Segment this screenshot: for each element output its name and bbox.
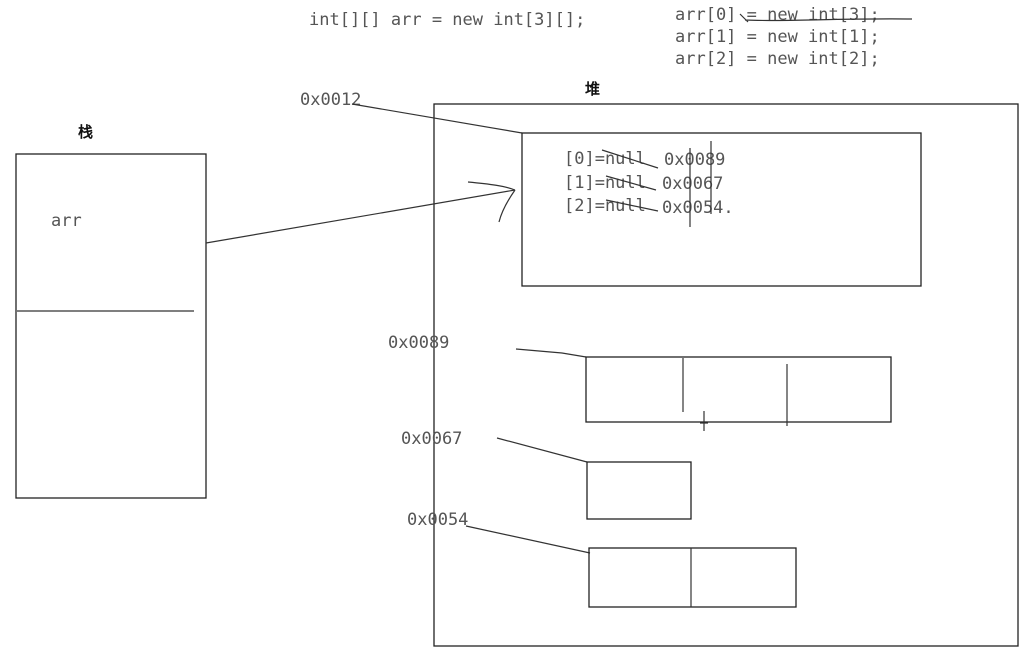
inner-array-1-address: 0x0067	[401, 429, 462, 449]
outer-entry-0-ref: 0x0089	[664, 150, 725, 170]
outer-entry-0-index: [0]=null	[564, 149, 646, 169]
stack-title: 栈	[78, 123, 93, 141]
inner-array-0-pointer	[515, 348, 587, 358]
entry-divider-marks	[689, 141, 712, 227]
outer-entry-2-ref: 0x0054.	[662, 198, 734, 218]
inner-array-2-pointer	[465, 525, 591, 554]
inner-array-2-address: 0x0054	[407, 510, 468, 530]
code-line-1: arr[1] = new int[1];	[675, 27, 880, 47]
null-strike-marks	[601, 149, 659, 212]
inner-array-1-box	[586, 461, 692, 520]
outer-entry-1-index: [1]=null	[564, 173, 646, 193]
stack-frame	[15, 153, 207, 499]
inner-array-0-box	[585, 356, 892, 423]
outer-array-address: 0x0012	[300, 90, 361, 110]
inner-array-0-address: 0x0089	[388, 333, 449, 353]
heap-frame	[433, 103, 1019, 647]
outer-array-box	[521, 132, 922, 287]
outer-entry-1-ref: 0x0067	[662, 174, 723, 194]
declaration-code: int[][] arr = new int[3][];	[309, 10, 585, 30]
outer-address-pointer	[351, 103, 523, 134]
heap-title: 堆	[585, 80, 600, 98]
inner-array-2-box	[588, 547, 797, 608]
cursor-mark	[700, 411, 708, 431]
outer-entry-2-index: [2]=null	[564, 196, 646, 216]
code-strike-mark	[739, 13, 913, 23]
code-line-0: arr[0] = new int[3];	[675, 5, 880, 25]
arrow-head	[467, 181, 516, 223]
arr-reference-arrow	[205, 189, 516, 244]
code-line-2: arr[2] = new int[2];	[675, 49, 880, 69]
stack-variable-arr: arr	[51, 211, 82, 231]
inner-array-1-pointer	[496, 437, 588, 463]
